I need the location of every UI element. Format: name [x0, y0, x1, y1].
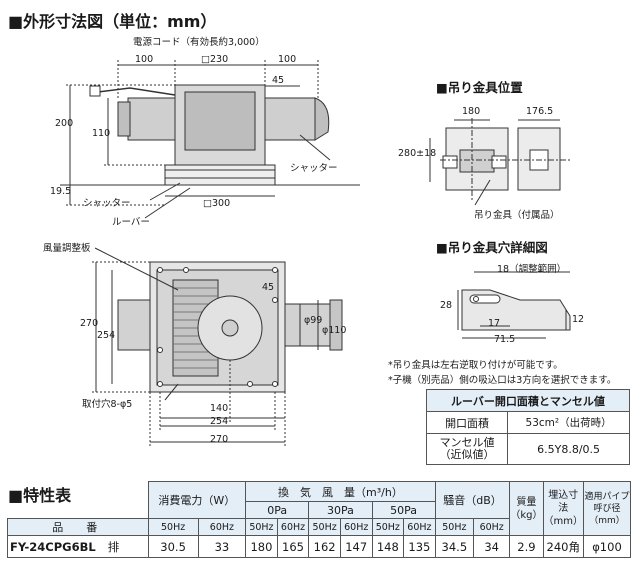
- dim-plan-270-v: 270: [80, 318, 99, 329]
- dim-plan-254-v: 254: [97, 330, 116, 341]
- hanger-title: ■吊り金具位置: [436, 80, 523, 95]
- pa50-50: 148: [371, 535, 405, 558]
- power-60: 33: [197, 535, 247, 558]
- hz50-power: 50Hz: [147, 518, 199, 536]
- col-mass: 質量（kg）: [509, 481, 544, 536]
- dim-hole-12: 12: [572, 314, 585, 325]
- pa50-60: 135: [403, 535, 436, 558]
- hz60-50pa: 60Hz: [403, 518, 436, 536]
- col-noise: 騒音（dB）: [434, 481, 511, 519]
- munsell-value: 6.5Y8.8/0.5: [507, 433, 630, 465]
- col-airflow: 換 気 風 量（m³/h）: [245, 481, 436, 502]
- hanger-hole-view: [457, 271, 571, 339]
- hz60-0pa: 60Hz: [276, 518, 310, 536]
- munsell-sub: （近似値）: [439, 448, 495, 461]
- munsell-label: マンセル値: [439, 436, 495, 449]
- adjust-range-label: 18（調整範囲）: [497, 264, 567, 275]
- dim-plan-45: 45: [262, 282, 275, 293]
- shutter-right-label: シャッター: [290, 163, 338, 174]
- outline-title: ■外形寸法図（単位：mm）: [8, 12, 217, 31]
- louver-table-title: ルーバー開口面積とマンセル値: [426, 389, 630, 412]
- col-power: 消費電力（W）: [147, 481, 247, 519]
- dim-front-300: □300: [203, 198, 231, 209]
- front-view: [60, 60, 360, 219]
- dimension-drawings: [60, 60, 571, 446]
- dim-front-100-right: 100: [278, 54, 297, 65]
- dim-plan-254-h: 254: [210, 416, 229, 427]
- col-model: 品 番: [7, 518, 149, 536]
- col-50pa: 50Pa: [371, 501, 436, 519]
- dim-hanger-280: 280±18: [398, 148, 437, 159]
- pa0-60: 165: [276, 535, 310, 558]
- pa0-50: 180: [245, 535, 278, 558]
- hz50-noise: 50Hz: [434, 518, 474, 536]
- note-2: *子機（別売品）側の吸込口は3方向を選択できます。: [388, 375, 617, 386]
- hanger-position-view: [429, 118, 570, 206]
- col-pipe: 適用パイプ呼び径（mm）: [583, 481, 631, 536]
- dim-hanger-180: 180: [462, 106, 481, 117]
- louver-munsell-table: ルーバー開口面積とマンセル値 開口面積 53cm²（出荷時） マンセル値 （近似…: [425, 389, 630, 465]
- specs-table: 消費電力（W） 換 気 風 量（m³/h） 騒音（dB） 質量（kg） 埋込寸法…: [7, 481, 631, 558]
- dim-front-110: 110: [92, 128, 111, 139]
- pa30-60: 147: [339, 535, 373, 558]
- pipe-value: φ100: [583, 535, 631, 558]
- dim-front-19-5: 19.5: [50, 186, 72, 197]
- dim-hole-28: 28: [440, 300, 453, 311]
- pa30-50: 162: [308, 535, 341, 558]
- model-type: 排: [107, 539, 120, 554]
- hz50-50pa: 50Hz: [371, 518, 405, 536]
- power-50: 30.5: [147, 535, 199, 558]
- dim-front-45: 45: [272, 75, 285, 86]
- model-name: FY-24CPG6BL: [10, 539, 96, 554]
- dim-hole-17: 17: [488, 318, 501, 329]
- cord-label: 電源コード（有効長約3,000）: [133, 37, 265, 48]
- col-ceiling: 埋込寸法（mm）: [542, 481, 585, 536]
- ceiling-value: 240角: [542, 535, 585, 558]
- noise-50: 34.5: [434, 535, 474, 558]
- hz60-30pa: 60Hz: [339, 518, 373, 536]
- dim-plan-phi110: φ110: [322, 325, 347, 336]
- dim-hanger-176-5: 176.5: [526, 106, 554, 117]
- area-value: 53cm²（出荷時）: [507, 411, 630, 434]
- shutter-left-label: シャッター: [83, 198, 131, 209]
- dim-front-230: □230: [201, 54, 229, 65]
- dim-front-200: 200: [55, 118, 74, 129]
- louver-label: ルーバー: [112, 217, 150, 228]
- dim-plan-270-h: 270: [210, 434, 229, 445]
- mass-value: 2.9: [509, 535, 544, 558]
- col-30pa: 30Pa: [308, 501, 373, 519]
- hanger-hole-title: ■吊り金具穴詳細図: [436, 240, 548, 255]
- hz50-30pa: 50Hz: [308, 518, 341, 536]
- damper-label: 風量調整板: [43, 243, 91, 254]
- hz60-noise: 60Hz: [472, 518, 511, 536]
- munsell-label-cell: マンセル値 （近似値）: [425, 433, 509, 465]
- hz60-power: 60Hz: [197, 518, 247, 536]
- area-label: 開口面積: [425, 411, 509, 434]
- table-row: FY-24CPG6BL 排 30.5 33 180 165 162 147 14…: [7, 535, 631, 558]
- dim-plan-phi99: φ99: [304, 315, 323, 326]
- plan-view: [92, 247, 343, 446]
- mount-hole-label: 取付穴8-φ5: [82, 399, 133, 410]
- note-1: *吊り金具は左右逆取り付けが可能です。: [388, 360, 563, 371]
- dim-plan-140: 140: [210, 403, 229, 414]
- noise-60: 34: [472, 535, 511, 558]
- hanger-part-label: 吊り金具（付属品）: [474, 210, 560, 221]
- col-0pa: 0Pa: [245, 501, 310, 519]
- dim-hole-71-5: 71.5: [494, 334, 516, 345]
- dim-front-100-left: 100: [135, 54, 154, 65]
- model-cell: FY-24CPG6BL 排: [7, 535, 149, 558]
- hz50-0pa: 50Hz: [245, 518, 278, 536]
